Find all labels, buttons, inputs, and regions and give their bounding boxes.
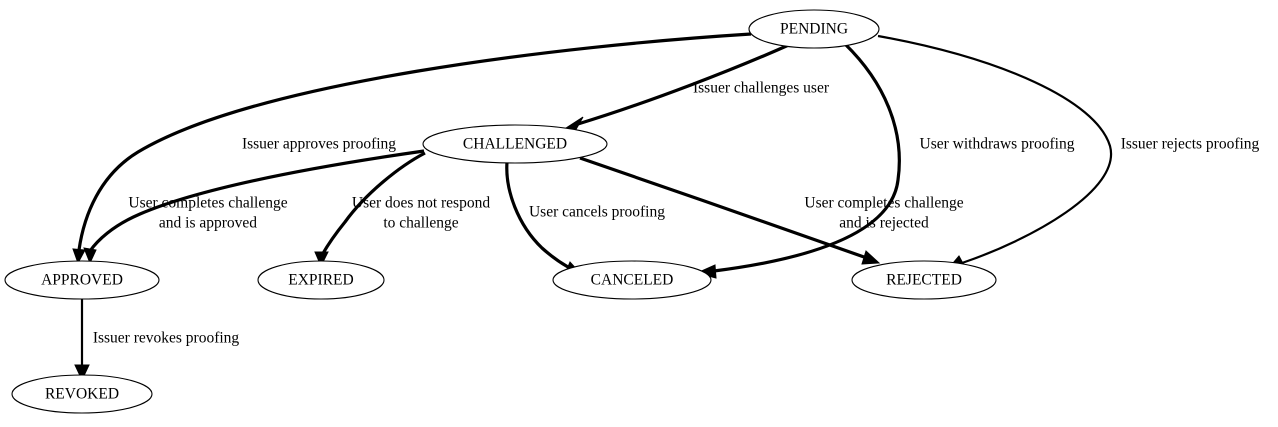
node-canceled-label: CANCELED [591, 272, 674, 289]
node-expired[interactable]: EXPIRED [257, 260, 385, 300]
node-revoked[interactable]: REVOKED [11, 374, 153, 414]
node-expired-label: EXPIRED [288, 272, 353, 289]
node-challenged-shape[interactable] [422, 124, 608, 164]
node-canceled-shape[interactable] [552, 260, 712, 300]
edge-label-challenged-rejected-line1: User completes challenge [804, 195, 963, 212]
arrowhead-expired-in [314, 251, 329, 268]
node-challenged-label: CHALLENGED [463, 136, 567, 153]
node-approved[interactable]: APPROVED [4, 260, 160, 300]
edge-label-pending-approved: Issuer approves proofing [242, 136, 396, 153]
edge-path-challenged-rejected [579, 156, 865, 259]
arrowhead-approved-in-challenged [83, 247, 97, 265]
edge-path-pending-approved [77, 32, 752, 251]
edge-label-pending-rejected: Issuer rejects proofing [1121, 136, 1260, 153]
node-pending-label: PENDING [780, 21, 848, 38]
edge-path-pending-canceled [713, 42, 901, 273]
node-revoked-label: REVOKED [45, 386, 119, 403]
node-rejected-label: REJECTED [886, 272, 962, 289]
edge-approved-revoked [74, 299, 90, 382]
arrowhead-approved-in-pending [72, 248, 86, 265]
node-canceled[interactable]: CANCELED [552, 260, 712, 300]
edge-label-challenged-expired-line2: to challenge [383, 215, 458, 232]
edge-label-challenged-expired-line1: User does not respond [352, 195, 490, 212]
edge-label-approved-revoked: Issuer revokes proofing [93, 330, 240, 347]
edge-path-challenged-expired [320, 151, 426, 256]
node-challenged[interactable]: CHALLENGED [422, 124, 608, 164]
edge-path-challenged-approved [88, 149, 425, 252]
edge-label-challenged-approved-line2: and is approved [159, 215, 257, 232]
edge-path-pending-challenged [577, 42, 792, 126]
node-approved-label: APPROVED [41, 272, 123, 289]
edge-challenged-expired [314, 151, 426, 268]
edge-label-challenged-approved-line1: User completes challenge [128, 195, 287, 212]
node-approved-shape[interactable] [4, 260, 160, 300]
edge-challenged-rejected [579, 156, 881, 265]
node-rejected-shape[interactable] [851, 260, 997, 300]
node-pending[interactable]: PENDING [748, 9, 880, 49]
arrowhead-rejected-in-challenged [861, 250, 881, 265]
node-revoked-shape[interactable] [11, 374, 153, 414]
edge-label-challenged-rejected-line2: and is rejected [839, 215, 929, 232]
node-pending-shape[interactable] [748, 9, 880, 49]
edge-path-pending-rejected [877, 34, 1113, 265]
edge-label-pending-canceled: User withdraws proofing [920, 136, 1075, 153]
edge-challenged-approved [83, 149, 425, 265]
edge-label-pending-challenged: Issuer challenges user [693, 80, 830, 97]
node-rejected[interactable]: REJECTED [851, 260, 997, 300]
edge-label-challenged-canceled: User cancels proofing [529, 204, 665, 221]
node-expired-shape[interactable] [257, 260, 385, 300]
edge-path-challenged-canceled [505, 161, 569, 269]
arrowhead-revoked-in [74, 364, 90, 382]
edge-pending-approved [72, 32, 752, 265]
